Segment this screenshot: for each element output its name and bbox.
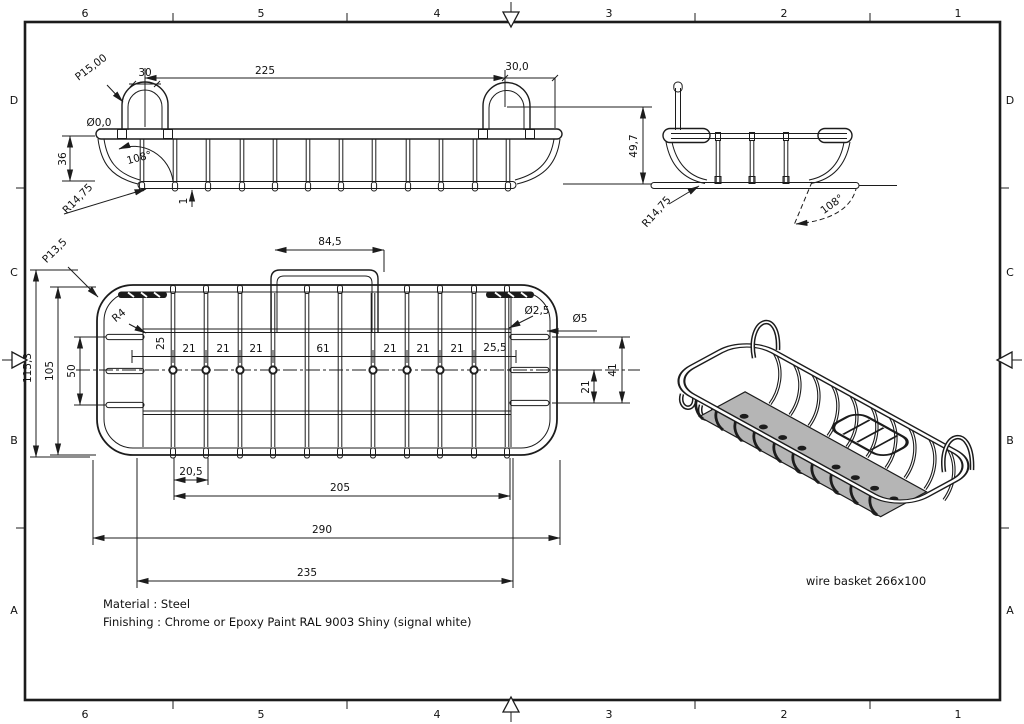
- iso-right-handle: [941, 434, 975, 473]
- zone-bottom-4: 4: [434, 708, 441, 721]
- end-wires: [714, 132, 790, 184]
- dim-inner-50: 50: [66, 364, 78, 377]
- zone-right-c: C: [1006, 266, 1014, 279]
- iso-view: wire basket 266x100: [677, 319, 975, 588]
- plan-wire-tabs-top: [170, 285, 510, 294]
- dim-radius-side: R14,75: [60, 181, 95, 216]
- end-dimensions: R14,75 108°: [640, 181, 897, 230]
- center-mark-top-icon: [501, 2, 521, 29]
- dim-spacing-21d: 21: [383, 343, 396, 355]
- zone-left-b: B: [10, 434, 18, 447]
- dim-width-105: 105: [44, 361, 56, 381]
- plan-handle-clips: [118, 291, 534, 298]
- dim-height-36: 36: [57, 152, 69, 166]
- dim-handle-right-30: 30,0: [505, 61, 528, 73]
- dim-corner-p135: P13,5: [40, 236, 69, 265]
- side-bottom-rail: [137, 181, 517, 189]
- zone-bottom-2: 2: [781, 708, 788, 721]
- dim-end-21: 21: [580, 380, 592, 393]
- dim-205: 205: [330, 482, 350, 494]
- note-finishing: Finishing : Chrome or Epoxy Paint RAL 90…: [103, 615, 472, 629]
- dim-angle-side: 108°: [125, 149, 153, 167]
- plan-view: 25 21 21 21 61 21 21 21 25,5 84,5 P13,5 …: [22, 236, 640, 588]
- plan-dimensions: 84,5 P13,5 R4 115,3 105 50 Ø2,5: [22, 236, 630, 588]
- iso-left-handle: [750, 319, 781, 359]
- dim-spacing-255: 25,5: [483, 342, 506, 354]
- zone-bottom-6: 6: [82, 708, 89, 721]
- dim-spacing-21f: 21: [450, 343, 463, 355]
- plan-spacing-dims: 25 21 21 21 61 21 21 21 25,5: [131, 337, 517, 363]
- side-view: 225 30,0 30 P15,00 Ø0,0 36 108°: [57, 52, 652, 216]
- zone-right-d: D: [1006, 94, 1014, 107]
- iso-rim: [677, 343, 970, 504]
- plan-outer-rim: [96, 284, 558, 456]
- zone-left-c: C: [10, 266, 18, 279]
- plan-handle: [270, 269, 379, 332]
- side-top-rail: [95, 128, 563, 140]
- dim-r4: R4: [110, 306, 129, 324]
- center-mark-left-icon: [2, 350, 29, 370]
- dim-radius-end: R14,75: [640, 194, 674, 230]
- side-right-handle: [478, 81, 535, 139]
- zone-top-1: 1: [955, 7, 962, 20]
- plan-wire-tabs-bottom: [170, 447, 510, 459]
- dim-handle-left-30: 30: [138, 67, 151, 79]
- dim-wire-dia-5: Ø5: [573, 313, 588, 325]
- center-mark-bottom-icon: [501, 695, 521, 722]
- zone-right-b: B: [1006, 434, 1014, 447]
- zone-bottom-5: 5: [258, 708, 265, 721]
- notes-block: Material : Steel Finishing : Chrome or E…: [103, 597, 472, 629]
- end-rail-right: [817, 127, 853, 144]
- dim-dia-0: Ø0,0: [87, 117, 112, 129]
- plan-holes: [168, 365, 479, 375]
- dim-end-41: 41: [607, 363, 619, 376]
- dim-spacing-21e: 21: [416, 343, 429, 355]
- zone-left-d: D: [10, 94, 18, 107]
- iso-plate-holes: [739, 413, 899, 502]
- zone-top-3: 3: [606, 7, 613, 20]
- zone-top-5: 5: [258, 7, 265, 20]
- center-mark-right-icon: [995, 350, 1022, 370]
- iso-plate: [698, 391, 928, 518]
- zone-top-4: 4: [434, 7, 441, 20]
- end-handle-wire: [673, 81, 683, 130]
- dim-angle-end: 108°: [818, 192, 846, 217]
- dim-spacing-21b: 21: [216, 343, 229, 355]
- note-material: Material : Steel: [103, 597, 190, 611]
- dim-overall-1153: 115,3: [22, 353, 34, 383]
- dim-205b: 20,5: [179, 466, 202, 478]
- iso-folded-handle: [831, 413, 909, 457]
- dim-spacing-25: 25: [155, 337, 167, 350]
- iso-caption: wire basket 266x100: [806, 574, 926, 588]
- dim-290: 290: [312, 524, 332, 536]
- dim-handle-845: 84,5: [318, 236, 341, 248]
- zone-right-a: A: [1006, 604, 1014, 617]
- side-dimensions: 225 30,0 30 P15,00 Ø0,0 36 108°: [57, 52, 652, 216]
- dim-hole-dia-25: Ø2,5: [525, 305, 550, 317]
- dim-total-height-497: 49,7: [628, 134, 640, 157]
- dim-235: 235: [297, 567, 317, 579]
- dim-wire-1: 1: [178, 198, 190, 205]
- zone-top-2: 2: [781, 7, 788, 20]
- zone-bottom-3: 3: [606, 708, 613, 721]
- zone-top-6: 6: [82, 7, 89, 20]
- dim-spacing-21a: 21: [182, 343, 195, 355]
- zone-bottom-1: 1: [955, 708, 962, 721]
- dim-span-225: 225: [255, 65, 275, 77]
- plan-cross-wires: [170, 293, 510, 447]
- zone-left-a: A: [10, 604, 18, 617]
- end-view: R14,75 108°: [640, 81, 897, 230]
- end-rail-left: [662, 127, 711, 144]
- dim-pitch-p15: P15,00: [73, 52, 109, 83]
- side-wires: [138, 139, 512, 192]
- dim-spacing-21c: 21: [249, 343, 262, 355]
- dim-spacing-61: 61: [316, 343, 329, 355]
